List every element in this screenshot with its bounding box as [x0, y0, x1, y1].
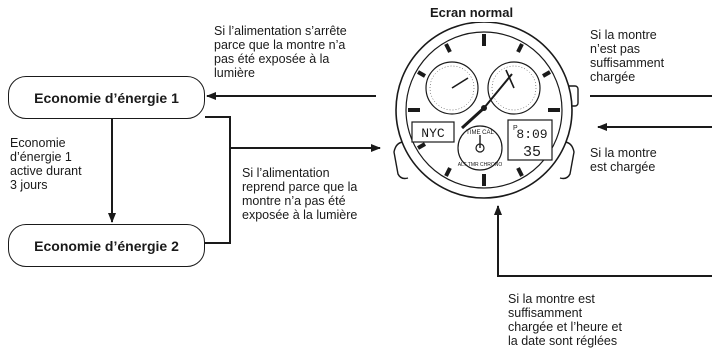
label-eco1-active: Economie d’énergie 1 active durant 3 jou… — [10, 136, 82, 192]
label-resume: Si l’alimentation reprend parce que la m… — [242, 166, 358, 222]
lcd-mode: P — [513, 125, 518, 132]
page-title: Ecran normal — [430, 5, 514, 20]
lcd-left — [411, 121, 455, 143]
label-stop-no-light: Si l’alimentation s’arrête parce que la … — [214, 24, 347, 80]
arrow-resume-eco1 — [205, 116, 381, 152]
minute-hand — [483, 73, 513, 109]
hour-hand — [460, 106, 486, 130]
mode-ring-text-2: ALT TMR CHRONO — [458, 162, 503, 168]
lcd-city: NYC — [421, 126, 445, 141]
lcd-seconds: 35 — [523, 144, 541, 161]
state-box-eco2: Economie d’énergie 2 — [8, 224, 205, 267]
state-box-eco1: Economie d’énergie 1 — [8, 76, 205, 119]
watch-illustration: NYC P 8:09 35 TIME CAL ALT TMR CHRONO — [393, 22, 579, 199]
label-not-charged: Si la montre n’est pas suffisamment char… — [590, 28, 665, 84]
lcd-time: 8:09 — [516, 127, 547, 142]
label-charged-set: Si la montre est suffisamment chargée et… — [508, 292, 622, 348]
state-label-eco1: Economie d’énergie 1 — [34, 89, 179, 106]
arrow-charged-set — [494, 205, 712, 277]
watch-lug-left — [393, 141, 409, 180]
label-charged: Si la montre est chargée — [590, 146, 657, 174]
lcd-right — [507, 119, 553, 161]
line-resume-eco2 — [205, 148, 231, 244]
watch-lug-right — [559, 141, 575, 180]
mode-ring-text: TIME CAL — [466, 130, 494, 136]
state-label-eco2: Economie d’énergie 2 — [34, 237, 179, 254]
